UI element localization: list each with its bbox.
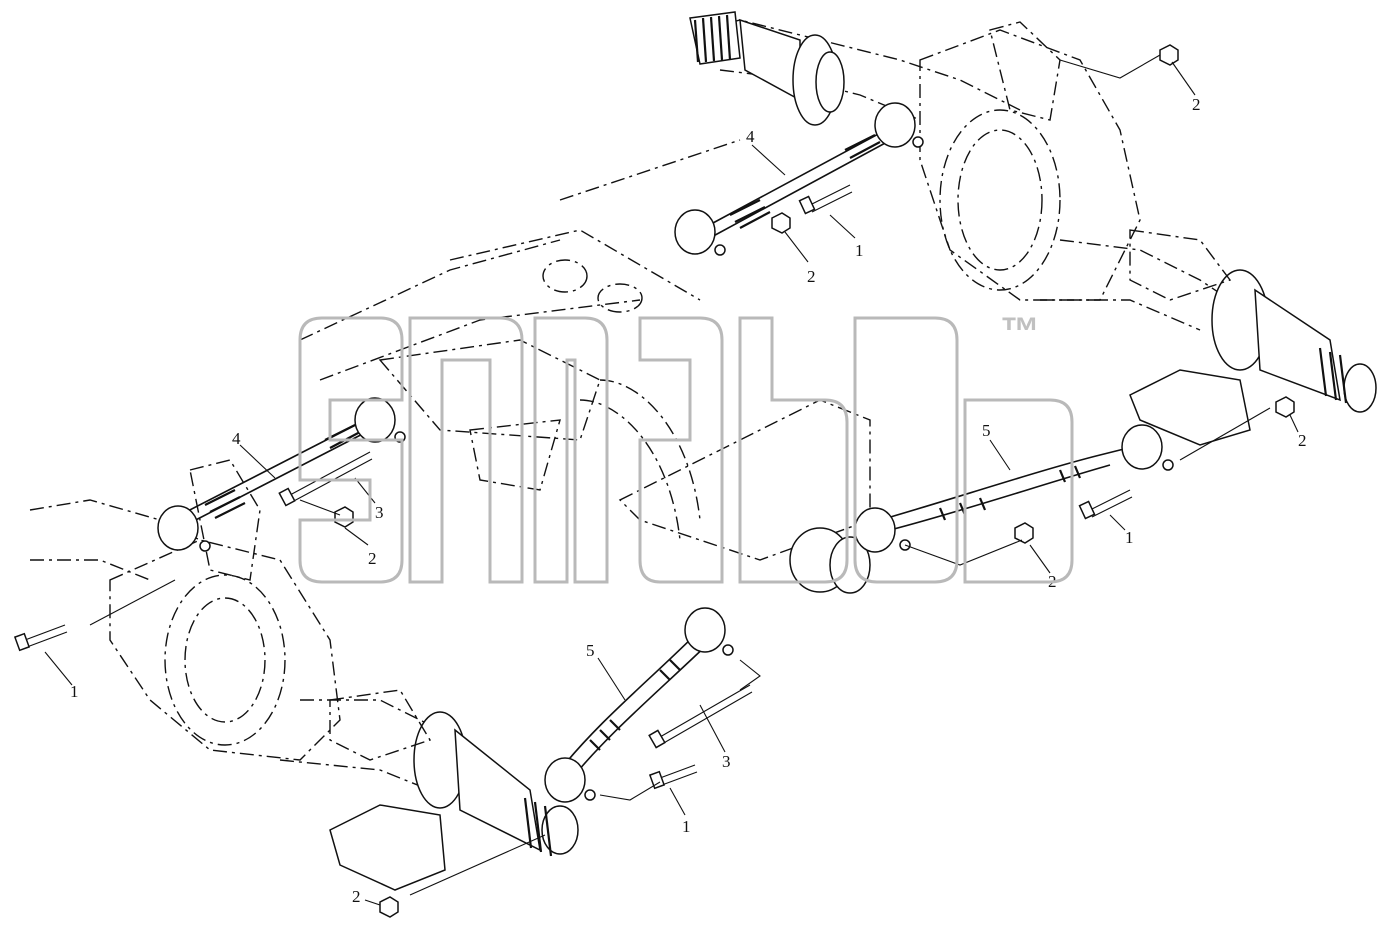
lower-reaction-rod-left xyxy=(544,607,734,803)
callout-upper-rod: 4 xyxy=(746,127,755,146)
watermark-logo: ™ xyxy=(298,310,1074,584)
callout-long-bolt: 3 xyxy=(375,503,384,522)
upper-reaction-rod-front xyxy=(157,397,406,552)
bolt xyxy=(13,624,68,652)
callout-nut: 2 xyxy=(1192,95,1201,114)
nut xyxy=(771,212,791,234)
rear-axle-housing xyxy=(689,11,1377,446)
front-axle-housing xyxy=(29,459,871,891)
upper-reaction-rod-rear xyxy=(674,102,924,256)
callout-bolt: 1 xyxy=(855,241,864,260)
callout-bolt: 1 xyxy=(682,817,691,836)
callout-nut: 2 xyxy=(1298,431,1307,450)
long-bolt xyxy=(648,684,753,749)
nut xyxy=(1159,44,1179,66)
bolt xyxy=(1078,489,1133,520)
watermark-trademark: ™ xyxy=(1000,310,1040,354)
nut xyxy=(1014,522,1034,544)
nut xyxy=(379,896,399,918)
bolt xyxy=(798,184,853,215)
callout-lower-rod: 5 xyxy=(982,421,991,440)
frame-crossmember xyxy=(299,139,871,561)
callout-upper-rod: 4 xyxy=(232,429,241,448)
callout-bolt: 1 xyxy=(1125,528,1134,547)
nut xyxy=(1275,396,1295,418)
nut xyxy=(334,506,354,528)
bolt xyxy=(648,764,698,790)
callout-bolt: 1 xyxy=(70,682,79,701)
callout-nut: 2 xyxy=(352,887,361,906)
callout-long-bolt: 3 xyxy=(722,752,731,771)
callout-nut: 2 xyxy=(368,549,377,568)
leader-lines xyxy=(44,54,1299,906)
callout-lower-rod: 5 xyxy=(586,641,595,660)
callout-nut: 2 xyxy=(807,267,816,286)
lower-reaction-rod-right xyxy=(854,424,1174,553)
